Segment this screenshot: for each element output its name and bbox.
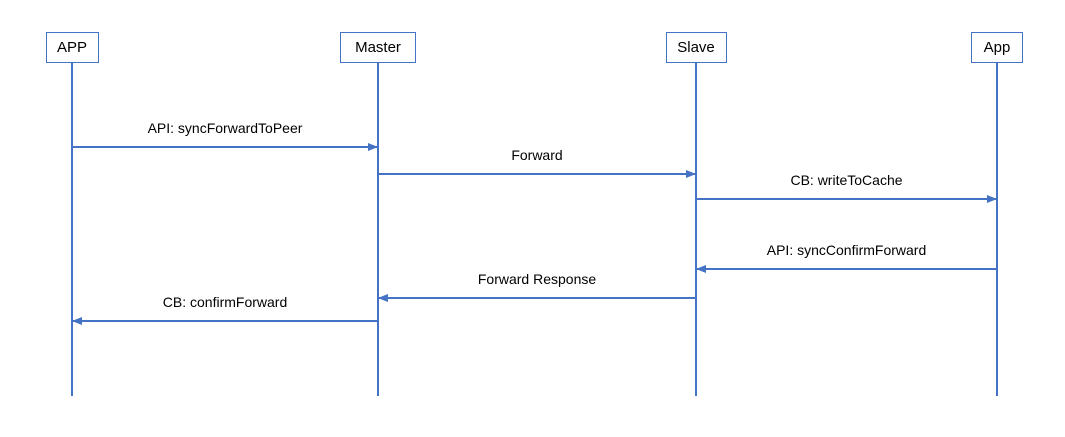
message-line	[72, 142, 378, 151]
arrowhead-icon	[987, 194, 997, 203]
message-label: CB: writeToCache	[790, 172, 903, 188]
actor-box-slave: Slave	[665, 32, 727, 63]
message-label: Forward Response	[477, 271, 597, 287]
actor-label-app-left: APP	[56, 39, 87, 56]
message-label: CB: confirmForward	[162, 294, 288, 310]
actor-label-slave: Slave	[677, 39, 715, 56]
arrowhead-icon	[368, 142, 378, 151]
lifeline-slave	[695, 63, 697, 396]
message-line	[696, 264, 997, 273]
lifeline-app-right	[996, 63, 998, 396]
lifeline-app-left	[71, 63, 73, 396]
message-line	[696, 194, 997, 203]
message-line	[378, 293, 696, 302]
arrowhead-icon	[696, 264, 706, 273]
lifeline-master	[377, 63, 379, 396]
actor-label-app-right: App	[983, 39, 1011, 56]
message-line	[72, 316, 378, 325]
arrowhead-icon	[72, 316, 82, 325]
message-label: API: syncConfirmForward	[766, 242, 927, 258]
message-label: API: syncForwardToPeer	[147, 120, 303, 136]
actor-box-master: Master	[340, 32, 416, 63]
actor-box-app-right: App	[971, 32, 1023, 63]
actor-box-app-left: APP	[45, 32, 99, 63]
arrowhead-icon	[378, 293, 388, 302]
arrowhead-icon	[686, 169, 696, 178]
actor-label-master: Master	[355, 39, 401, 56]
message-label: Forward	[511, 147, 563, 163]
message-line	[378, 169, 696, 178]
